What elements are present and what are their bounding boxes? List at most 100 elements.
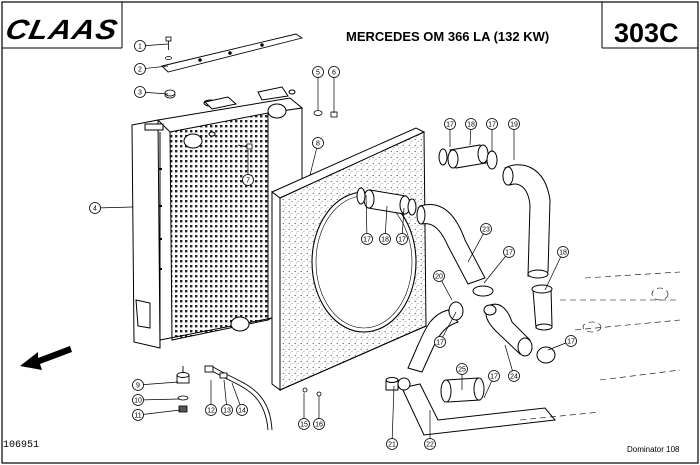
callout-16-15: 16 [313, 396, 325, 430]
callout-circle [396, 233, 408, 245]
callout-circle [221, 404, 233, 416]
callout-leader-line [467, 233, 484, 263]
callout-leader-line [544, 256, 561, 291]
bent-hose-part-19 [502, 164, 551, 279]
callout-circle [134, 86, 146, 98]
bolt-part-1 [165, 36, 172, 60]
callout-label: 17 [446, 122, 454, 129]
callout-17-24: 17 [483, 246, 515, 284]
callout-12-11: 12 [205, 380, 217, 416]
callout-label: 23 [482, 227, 490, 234]
callout-label: 18 [381, 237, 389, 244]
callout-leader-line [441, 280, 453, 301]
callout-label: 6 [332, 70, 336, 77]
callout-label: 17 [398, 237, 406, 244]
callout-leader-line [145, 43, 169, 46]
callout-label: 3 [138, 90, 142, 97]
callout-4-3: 4 [89, 202, 134, 214]
callout-label: 4 [93, 206, 97, 213]
callout-8-7: 8 [309, 137, 324, 176]
callout-13-12: 13 [221, 379, 233, 416]
callout-circle [236, 404, 248, 416]
callout-14-13: 14 [231, 382, 248, 416]
callout-circle [89, 202, 101, 214]
callout-22-33: 22 [424, 410, 436, 450]
callout-circle [132, 409, 144, 421]
rubber-mount-part-3 [164, 89, 176, 99]
callout-circle [134, 63, 146, 75]
callout-leader-line [365, 194, 368, 234]
callout-circle [132, 394, 144, 406]
callout-circle [134, 40, 146, 52]
callout-leader-line [547, 342, 567, 351]
callout-circle [444, 118, 456, 130]
callout-label: 17 [363, 237, 371, 244]
callout-17-22: 17 [396, 207, 408, 245]
callout-circle [480, 223, 492, 235]
engine-title: MERCEDES OM 366 LA (132 KW) [346, 29, 550, 44]
callout-label: 17 [488, 122, 496, 129]
callout-leader-line [145, 92, 169, 95]
callout-circle [488, 370, 500, 382]
drain-hose-part-14 [204, 365, 273, 431]
callout-18-21: 18 [379, 205, 391, 245]
callout-20-26: 20 [433, 270, 453, 301]
callout-15-14: 15 [298, 393, 310, 430]
callout-5-4: 5 [312, 66, 324, 110]
callout-label: 17 [505, 250, 513, 257]
connector-part-18 [531, 284, 556, 364]
callout-7-6: 7 [242, 150, 254, 186]
callout-circle [508, 118, 520, 130]
callout-label: 19 [510, 122, 518, 129]
callout-25-29: 25 [456, 363, 468, 390]
callout-leader-line [143, 409, 181, 415]
callout-leader-line [223, 379, 227, 405]
callout-label: 11 [134, 413, 141, 420]
callout-leader-line [309, 148, 318, 176]
callout-leader-line [483, 380, 493, 399]
washer-part-10 [177, 395, 189, 401]
middle-hose-part-18 [356, 187, 417, 216]
clip-parts-15-16 [302, 387, 322, 397]
callout-leader-line [143, 381, 179, 385]
callout-18-17: 18 [465, 118, 477, 146]
callout-3-2: 3 [134, 86, 169, 98]
callout-label: 17 [490, 374, 498, 381]
callout-label: 16 [315, 422, 323, 429]
callout-label: 2 [138, 67, 142, 74]
callout-circle [328, 66, 340, 78]
drain-tap-part-9 [176, 366, 190, 384]
callout-17-28: 17 [434, 311, 457, 348]
upper-hose-part-18 [447, 144, 489, 169]
callout-label: 24 [510, 374, 518, 381]
callout-circle [313, 418, 325, 430]
callout-circle [486, 118, 498, 130]
radiator-side-rivets [159, 168, 162, 270]
callout-label: 17 [567, 339, 575, 346]
callout-label: 7 [246, 178, 250, 185]
callout-1-0: 1 [134, 40, 169, 52]
callout-label: 22 [426, 442, 434, 449]
callout-label: 9 [136, 383, 140, 390]
callout-leader-line [384, 205, 388, 234]
callout-24-31: 24 [504, 344, 520, 382]
callout-leader-line [145, 65, 169, 69]
callout-label: 25 [458, 367, 466, 374]
callout-leader-line [469, 129, 472, 146]
document-number: 106951 [3, 440, 40, 451]
callout-circle [503, 246, 515, 258]
callout-label: 18 [559, 250, 567, 257]
mounting-strip [161, 33, 304, 73]
callout-circle [433, 270, 445, 282]
callout-9-8: 9 [132, 379, 179, 391]
callout-circle [386, 438, 398, 450]
callout-label: 17 [436, 340, 444, 347]
callout-label: 14 [238, 408, 246, 415]
hose-part-25 [440, 377, 485, 403]
callout-label: 5 [316, 70, 320, 77]
front-direction-arrow [20, 346, 72, 370]
callout-17-27: 17 [547, 335, 577, 351]
